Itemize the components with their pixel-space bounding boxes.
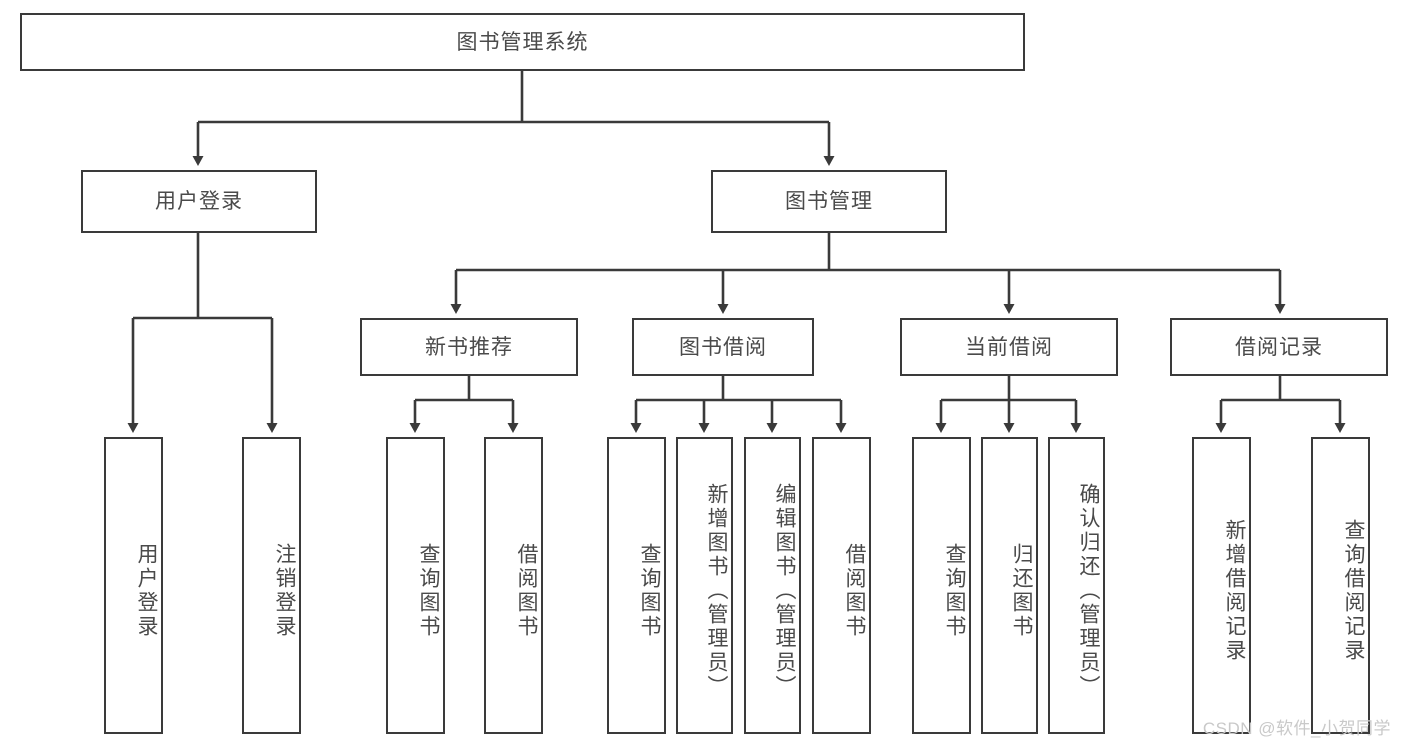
leaf-borrow-record-query-record[interactable]: 查询借阅记录 xyxy=(1311,437,1370,734)
node-label: 图书借阅 xyxy=(679,335,767,359)
node-label: 查询图书 xyxy=(943,542,966,639)
node-label: 查询图书 xyxy=(417,542,440,639)
node-user-login[interactable]: 用户登录 xyxy=(81,170,317,233)
node-label: 图书管理 xyxy=(785,190,873,213)
node-new-book-recommendation[interactable]: 新书推荐 xyxy=(360,318,578,376)
node-label: 查询借阅记录 xyxy=(1342,518,1365,663)
node-label: 图书管理系统 xyxy=(456,30,589,54)
node-label: 归还图书 xyxy=(1010,542,1033,639)
leaf-book-borrow-edit-book-admin[interactable]: 编辑图书（管理员） xyxy=(744,437,801,734)
node-label: 用户登录 xyxy=(155,190,243,213)
node-label: 注销登录 xyxy=(273,542,296,639)
leaf-user-login-signin[interactable]: 用户登录 xyxy=(104,437,163,734)
node-current-borrowing[interactable]: 当前借阅 xyxy=(900,318,1118,376)
leaf-book-borrow-borrow-book[interactable]: 借阅图书 xyxy=(812,437,871,734)
leaf-book-borrow-query-book[interactable]: 查询图书 xyxy=(607,437,666,734)
node-borrowing-record[interactable]: 借阅记录 xyxy=(1170,318,1388,376)
node-label: 查询图书 xyxy=(638,542,661,639)
node-label: 新书推荐 xyxy=(425,335,513,359)
leaf-current-borrow-confirm-return-admin[interactable]: 确认归还（管理员） xyxy=(1048,437,1105,734)
node-label: 新增借阅记录 xyxy=(1223,518,1246,663)
node-label: 当前借阅 xyxy=(965,335,1053,359)
leaf-new-book-borrow-book[interactable]: 借阅图书 xyxy=(484,437,543,734)
node-book-borrowing[interactable]: 图书借阅 xyxy=(632,318,814,376)
leaf-user-login-signout[interactable]: 注销登录 xyxy=(242,437,301,734)
leaf-book-borrow-add-book-admin[interactable]: 新增图书（管理员） xyxy=(676,437,733,734)
node-label: 借阅图书 xyxy=(515,542,538,639)
leaf-current-borrow-return-book[interactable]: 归还图书 xyxy=(981,437,1038,734)
node-label: 借阅记录 xyxy=(1235,335,1323,359)
node-label: 借阅图书 xyxy=(843,542,866,639)
leaf-current-borrow-query-book[interactable]: 查询图书 xyxy=(912,437,971,734)
node-label: 确认归还（管理员） xyxy=(1077,482,1100,699)
leaf-borrow-record-add-record[interactable]: 新增借阅记录 xyxy=(1192,437,1251,734)
leaf-new-book-query-book[interactable]: 查询图书 xyxy=(386,437,445,734)
node-label: 新增图书（管理员） xyxy=(705,482,728,699)
node-label: 用户登录 xyxy=(135,542,158,639)
node-root-book-management-system[interactable]: 图书管理系统 xyxy=(20,13,1025,71)
node-label: 编辑图书（管理员） xyxy=(773,482,796,699)
node-book-management[interactable]: 图书管理 xyxy=(711,170,947,233)
